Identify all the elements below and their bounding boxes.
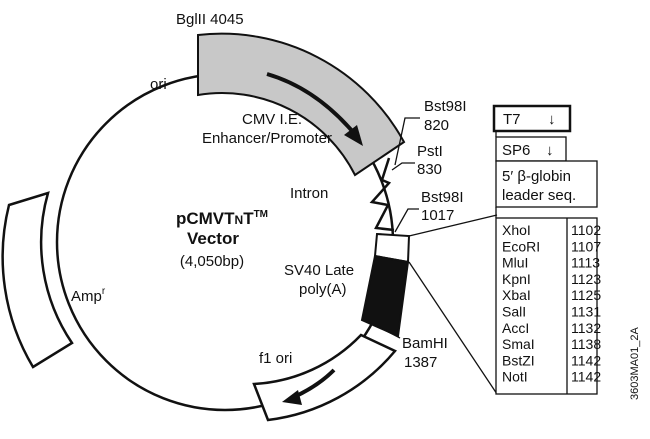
enzyme-position: 1107 [571, 238, 601, 254]
leader-line1: 5′ β-globin [502, 168, 571, 185]
t7-box [492, 104, 572, 133]
ampr-segment [1, 191, 74, 369]
catalog-code: 3603MA01_2A [629, 327, 641, 400]
sv40-label-line1: SV40 Late [284, 262, 354, 279]
leader-line2: leader seq. [502, 187, 576, 204]
bst98i-820-pos: 820 [424, 117, 449, 134]
plasmid-name-sub: N [235, 213, 244, 227]
bst98i-1017-leader [394, 208, 419, 233]
enzyme-name: SalI [502, 304, 526, 320]
enzyme-position: 1132 [571, 320, 601, 336]
enzyme-position: 1113 [571, 255, 600, 271]
enzyme-table [495, 217, 598, 395]
plasmid-name-line2: Vector [187, 229, 239, 248]
psti-pos: 830 [417, 161, 442, 178]
bst98i-820-leader [394, 117, 420, 166]
enzyme-name: MluI [502, 255, 528, 271]
cmv-label-line2: Enhancer/Promoter [202, 130, 332, 147]
intron-label: Intron [290, 185, 328, 202]
enzyme-position: 1142 [571, 352, 601, 368]
t7-label: T7 [503, 111, 521, 128]
bst98i-1017-name: Bst98I [421, 189, 464, 206]
enzyme-position: 1102 [571, 222, 601, 238]
sp6-label: SP6 [502, 142, 530, 159]
ori-label: ori [150, 76, 167, 93]
plasmid-name-t: T [243, 209, 254, 228]
enzyme-position: 1131 [571, 304, 601, 320]
plasmid-size: (4,050bp) [180, 253, 244, 270]
intron-zigzag [369, 157, 395, 232]
enzyme-position: 1123 [571, 271, 601, 287]
enzyme-name: BstZI [502, 352, 535, 368]
amp-label-sup: r [102, 286, 106, 297]
cmv-direction-arrow [266, 72, 355, 134]
sp6-box [495, 136, 567, 162]
enzyme-name: XbaI [502, 287, 531, 303]
cmv-label-line1: CMV I.E. [242, 111, 302, 128]
cmv-arrowhead [344, 125, 363, 146]
sv40-polya-segment [360, 254, 410, 338]
sp6-arrow: ↓ [546, 142, 554, 159]
bglii-label: BglII 4045 [176, 11, 244, 28]
mcs-expand-upper [408, 214, 498, 237]
enzyme-name: SmaI [502, 336, 535, 352]
enzyme-name: XhoI [502, 222, 531, 238]
psti-leader [391, 162, 415, 171]
enzyme-position: 1142 [571, 369, 601, 385]
bamhi-name: BamHI [402, 335, 448, 352]
enzyme-name: EcoRI [502, 238, 540, 254]
leader-box [495, 160, 598, 208]
plasmid-name: pCMVTNTTM [176, 209, 268, 228]
sv40-label-line2: poly(A) [299, 281, 347, 298]
plasmid-name-main: pCMVT [176, 209, 235, 228]
amp-label: Ampr [71, 286, 106, 305]
f1ori-label: f1 ori [259, 350, 292, 367]
enzyme-name: AccI [502, 320, 529, 336]
enzyme-name: NotI [502, 369, 528, 385]
bamhi-leader [374, 324, 401, 339]
psti-name: PstI [417, 143, 443, 160]
enzyme-position: 1125 [571, 287, 601, 303]
bst98i-820-name: Bst98I [424, 98, 467, 115]
f1-arrowhead [282, 390, 302, 405]
mcs-expand-lower [408, 261, 498, 395]
enzyme-position: 1138 [571, 336, 601, 352]
bst98i-1017-pos: 1017 [421, 207, 454, 224]
enzyme-name: KpnI [502, 271, 531, 287]
bamhi-pos: 1387 [404, 354, 437, 371]
plasmid-name-tm: TM [254, 209, 268, 220]
t7-arrow: ↓ [548, 111, 556, 128]
cmv-promoter-segment [197, 32, 406, 177]
amp-label-main: Amp [71, 288, 102, 305]
